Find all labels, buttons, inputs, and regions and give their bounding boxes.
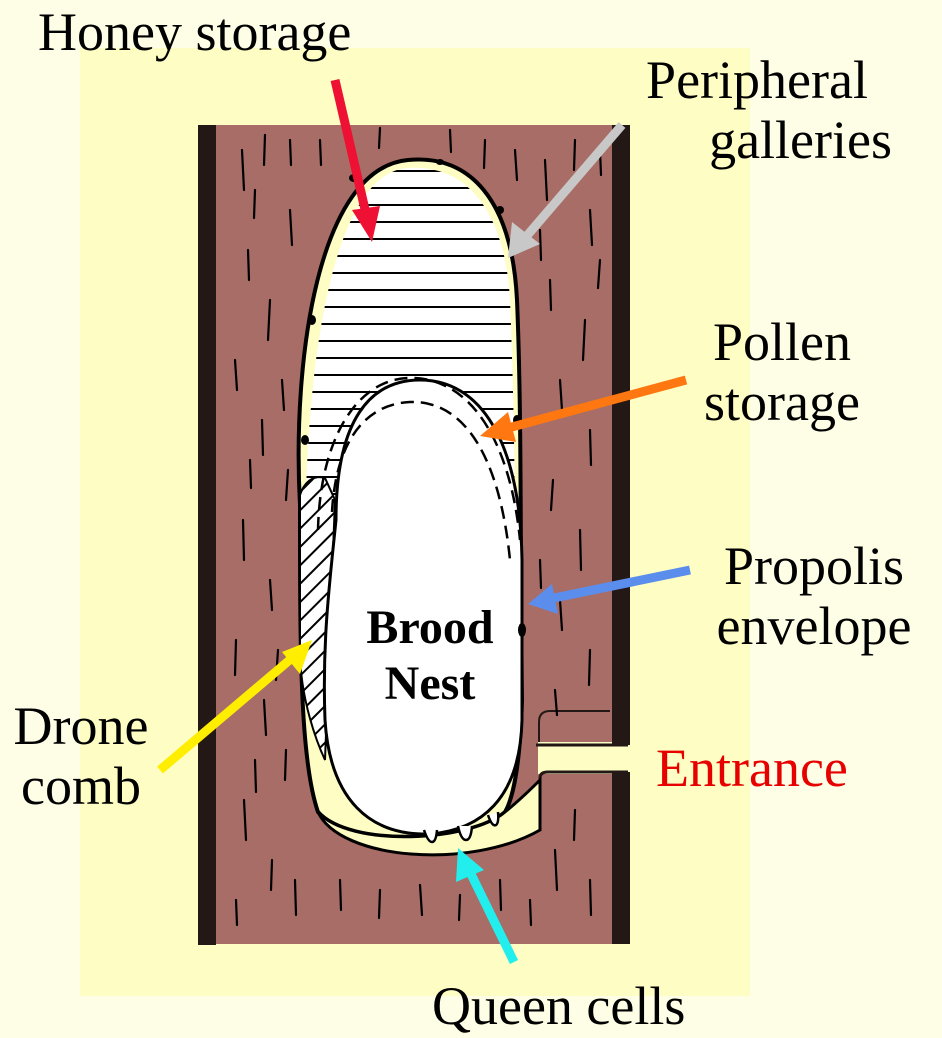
- label-peripheral-galleries: Peripheral galleries: [622, 50, 892, 170]
- label-brood-nest: Brood Nest: [340, 600, 520, 712]
- brood-nest-line1: Brood: [340, 600, 520, 656]
- propolis-envelope-line1: Propolis: [690, 536, 938, 596]
- pollen-storage-line2: storage: [682, 372, 882, 432]
- peripheral-galleries-line2: galleries: [622, 110, 892, 170]
- peripheral-galleries-line1: Peripheral: [622, 50, 892, 110]
- honey-storage-text: Honey storage: [38, 2, 351, 62]
- queen-cells-text: Queen cells: [432, 976, 685, 1036]
- bark-right-upper: [612, 125, 630, 745]
- entrance-text: Entrance: [656, 738, 848, 798]
- drone-comb-line1: Drone: [0, 696, 162, 756]
- label-queen-cells: Queen cells: [432, 976, 685, 1036]
- bark-left: [198, 125, 216, 945]
- propolis-envelope-line2: envelope: [690, 596, 938, 656]
- label-pollen-storage: Pollen storage: [682, 312, 882, 432]
- label-drone-comb: Drone comb: [0, 696, 162, 816]
- label-entrance: Entrance: [656, 738, 848, 798]
- brood-nest-line2: Nest: [340, 656, 520, 712]
- pollen-storage-line1: Pollen: [682, 312, 882, 372]
- nest-cavity: [299, 159, 540, 855]
- label-honey-storage: Honey storage: [38, 2, 351, 62]
- label-propolis-envelope: Propolis envelope: [690, 536, 938, 656]
- drone-comb-line2: comb: [0, 756, 162, 816]
- bark-right-lower: [612, 772, 630, 944]
